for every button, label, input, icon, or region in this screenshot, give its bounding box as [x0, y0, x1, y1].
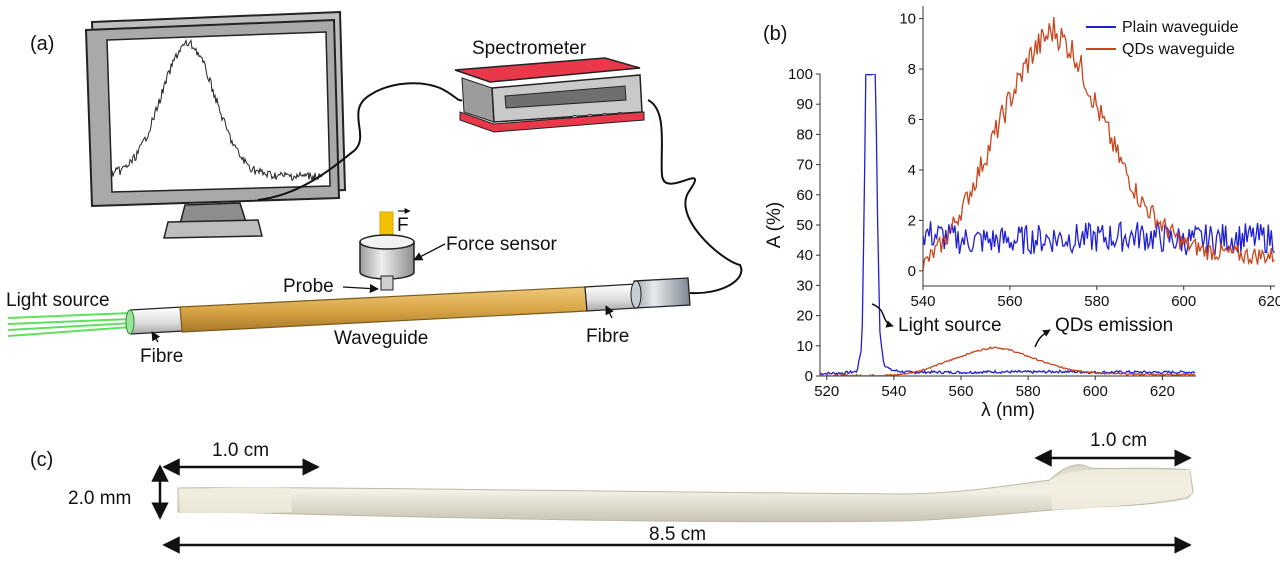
x-tick-label: 580	[1016, 383, 1041, 400]
diameter-label: 2.0 mm	[68, 488, 131, 509]
legend-label-qds: QDs waveguide	[1122, 41, 1235, 58]
fibre-left-end	[125, 309, 135, 335]
waveguide	[179, 286, 588, 333]
y-tick-label: 0	[805, 368, 813, 385]
series-line-plain	[820, 74, 1196, 376]
y-tick-label: 20	[796, 308, 813, 325]
fibre-right	[584, 283, 638, 312]
waveguide-label: Waveguide	[334, 328, 428, 349]
right-length-label: 1.0 cm	[1090, 430, 1147, 451]
legend-label-plain: Plain waveguide	[1122, 19, 1239, 36]
spectrometer-label: Spectrometer	[472, 38, 587, 59]
force-sensor	[359, 234, 415, 291]
qds-emission-annotation: QDs emission	[1055, 315, 1173, 336]
qds-emission-annotation-arrow	[1034, 329, 1051, 348]
x-tick-label: 560	[997, 293, 1022, 310]
y-tick-label: 80	[796, 126, 813, 143]
panel-label-a: (a)	[30, 33, 54, 55]
probe-label: Probe	[283, 276, 334, 297]
probe-pointer	[342, 283, 379, 294]
left-length-label: 1.0 cm	[212, 440, 269, 461]
fibre-connector	[630, 277, 691, 309]
series-line-plain	[923, 220, 1275, 256]
y-tick-label: 70	[796, 157, 813, 174]
panel-label-c: (c)	[30, 449, 53, 471]
y-tick-label: 30	[796, 277, 813, 294]
y-tick-label: 8	[908, 61, 916, 78]
fibre-left-label: Fibre	[140, 346, 183, 367]
x-tick-label: 560	[948, 383, 973, 400]
fibre-left	[129, 306, 184, 335]
chart-legend: Plain waveguide QDs waveguide	[1082, 12, 1268, 62]
panel-label-b: (b)	[763, 23, 787, 45]
force-sensor-pointer	[413, 243, 446, 261]
y-tick-label: 0	[908, 263, 916, 280]
x-tick-label: 540	[910, 293, 935, 310]
fibre-right-pointer	[605, 305, 614, 319]
force-sensor-label: Force sensor	[446, 234, 558, 255]
y-tick-label: 6	[908, 112, 916, 129]
series-line-qds	[820, 346, 1196, 376]
fibre-left-pointer	[151, 331, 161, 343]
y-tick-label: 10	[899, 11, 916, 28]
y-tick-label: 90	[796, 96, 813, 113]
x-axis-label: λ (nm)	[981, 400, 1035, 421]
y-tick-label: 100	[788, 66, 813, 83]
y-tick-label: 60	[796, 187, 813, 204]
total-length-label: 8.5 cm	[649, 524, 706, 545]
y-tick-label: 40	[796, 247, 813, 264]
x-tick-label: 600	[1171, 293, 1196, 310]
y-tick-label: 2	[908, 212, 916, 229]
laser-beams	[7, 312, 133, 337]
monitor-cable	[257, 82, 463, 201]
setup-diagram: (a) Spectrometer	[6, 10, 743, 367]
y-tick-label: 4	[908, 162, 916, 179]
x-tick-label: 600	[1083, 383, 1108, 400]
spectrometer	[454, 57, 645, 133]
y-axis-label: A (%)	[764, 202, 785, 248]
x-tick-label: 520	[814, 383, 839, 400]
force-symbol: F	[397, 215, 409, 236]
x-tick-label: 540	[881, 383, 906, 400]
fibre-right-label: Fibre	[586, 326, 629, 347]
monitor	[84, 10, 347, 239]
spectrometer-cable	[647, 99, 743, 295]
series-line-qds	[923, 16, 1275, 272]
y-tick-label: 10	[796, 338, 813, 355]
x-tick-label: 620	[1258, 293, 1280, 310]
light-source-label: Light source	[6, 290, 110, 311]
x-tick-label: 620	[1150, 383, 1175, 400]
y-tick-label: 50	[796, 217, 813, 234]
x-tick-label: 580	[1084, 293, 1109, 310]
light-source-annotation: Light source	[898, 315, 1002, 336]
waveguide-photo	[177, 464, 1194, 523]
monitor-spectrum-trace	[111, 38, 323, 182]
light-source-annotation-arrow	[871, 303, 894, 328]
